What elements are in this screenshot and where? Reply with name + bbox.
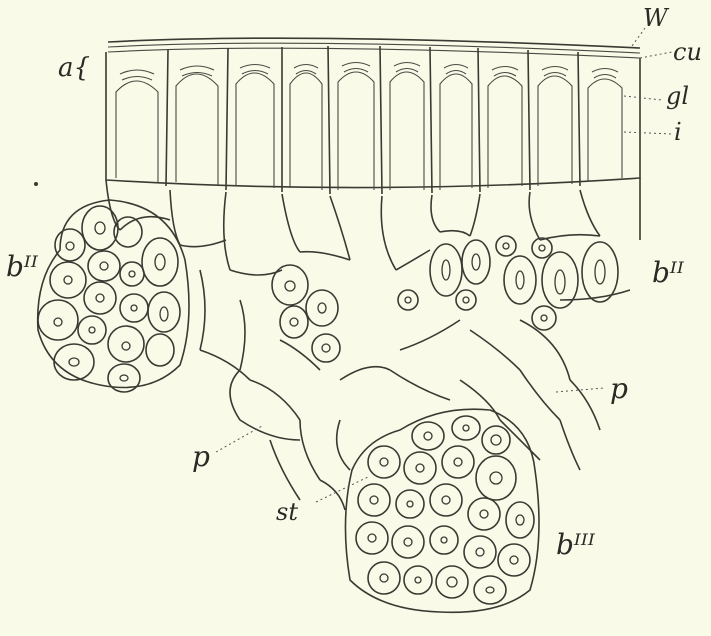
label-a: a{	[58, 53, 90, 83]
label-b-right: bᴵᴵ	[652, 256, 685, 289]
label-p-left: p	[192, 440, 210, 473]
label-i: i	[674, 118, 682, 146]
label-gl: gl	[666, 82, 689, 110]
label-cu: cu	[673, 38, 702, 66]
bundle-bottom	[345, 409, 539, 612]
cuticle-layer	[108, 38, 640, 58]
specimen-dot	[34, 182, 38, 186]
bundle-left	[38, 200, 189, 392]
label-st: st	[276, 498, 298, 526]
bundle-right	[398, 236, 618, 330]
label-b-left: bᴵᴵ	[6, 250, 39, 283]
label-p-right: p	[610, 372, 628, 405]
epidermis-row	[106, 46, 640, 194]
label-W: W	[643, 4, 670, 32]
label-b-bottom: bᴵᴵᴵ	[556, 528, 596, 561]
bundle-middle	[272, 265, 340, 362]
